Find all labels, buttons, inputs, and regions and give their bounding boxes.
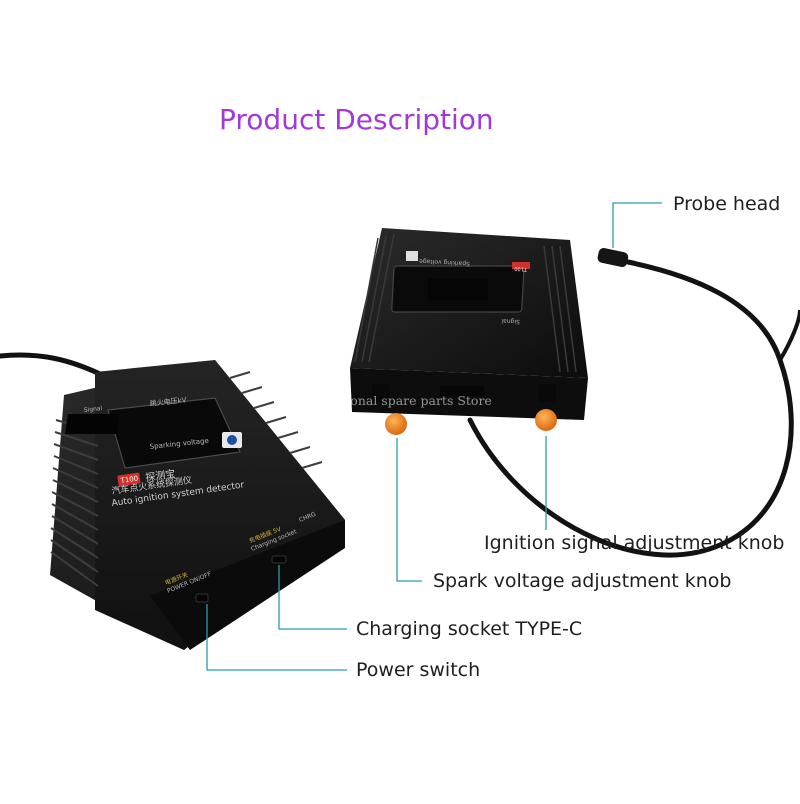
front-model-badge: T100 [119,475,139,486]
device-back [350,228,588,435]
callout-ignition-knob: Ignition signal adjustment knob [484,532,785,554]
display-logo-icon [222,432,242,448]
watermark: VN professional spare parts Store [276,393,492,408]
callout-power-switch: Power switch [356,659,481,681]
front-signal-label: Signal [83,405,102,414]
charging-socket-leader [278,565,347,630]
probe-cable-extension [778,309,800,362]
callout-spark-knob: Spark voltage adjustment knob [433,570,732,592]
callout-probe-head: Probe head [673,193,781,215]
probe-cable [467,259,794,558]
probe-head [597,247,629,268]
back-display-label-en: Sparking voltage [419,257,470,267]
left-cable [0,352,103,377]
spark-knob-leader [396,438,422,582]
callout-charging-socket: Charging socket TYPE-C [356,618,583,640]
ignition-knob[interactable] [535,409,557,431]
power-switch-leader [206,604,347,671]
probe-head-leader [612,202,662,248]
front-display-label-cn: 跳火电压kV [149,395,187,408]
device-front [50,360,345,650]
spark-knob[interactable] [385,413,407,435]
page-title: Product Description [219,103,494,136]
power-switch-control[interactable] [195,593,209,603]
charging-socket-port[interactable] [271,555,287,564]
front-name-cn: 探测宝 [145,467,177,484]
back-signal-label: Signal [501,317,520,325]
back-model-badge: T100 [514,265,528,272]
